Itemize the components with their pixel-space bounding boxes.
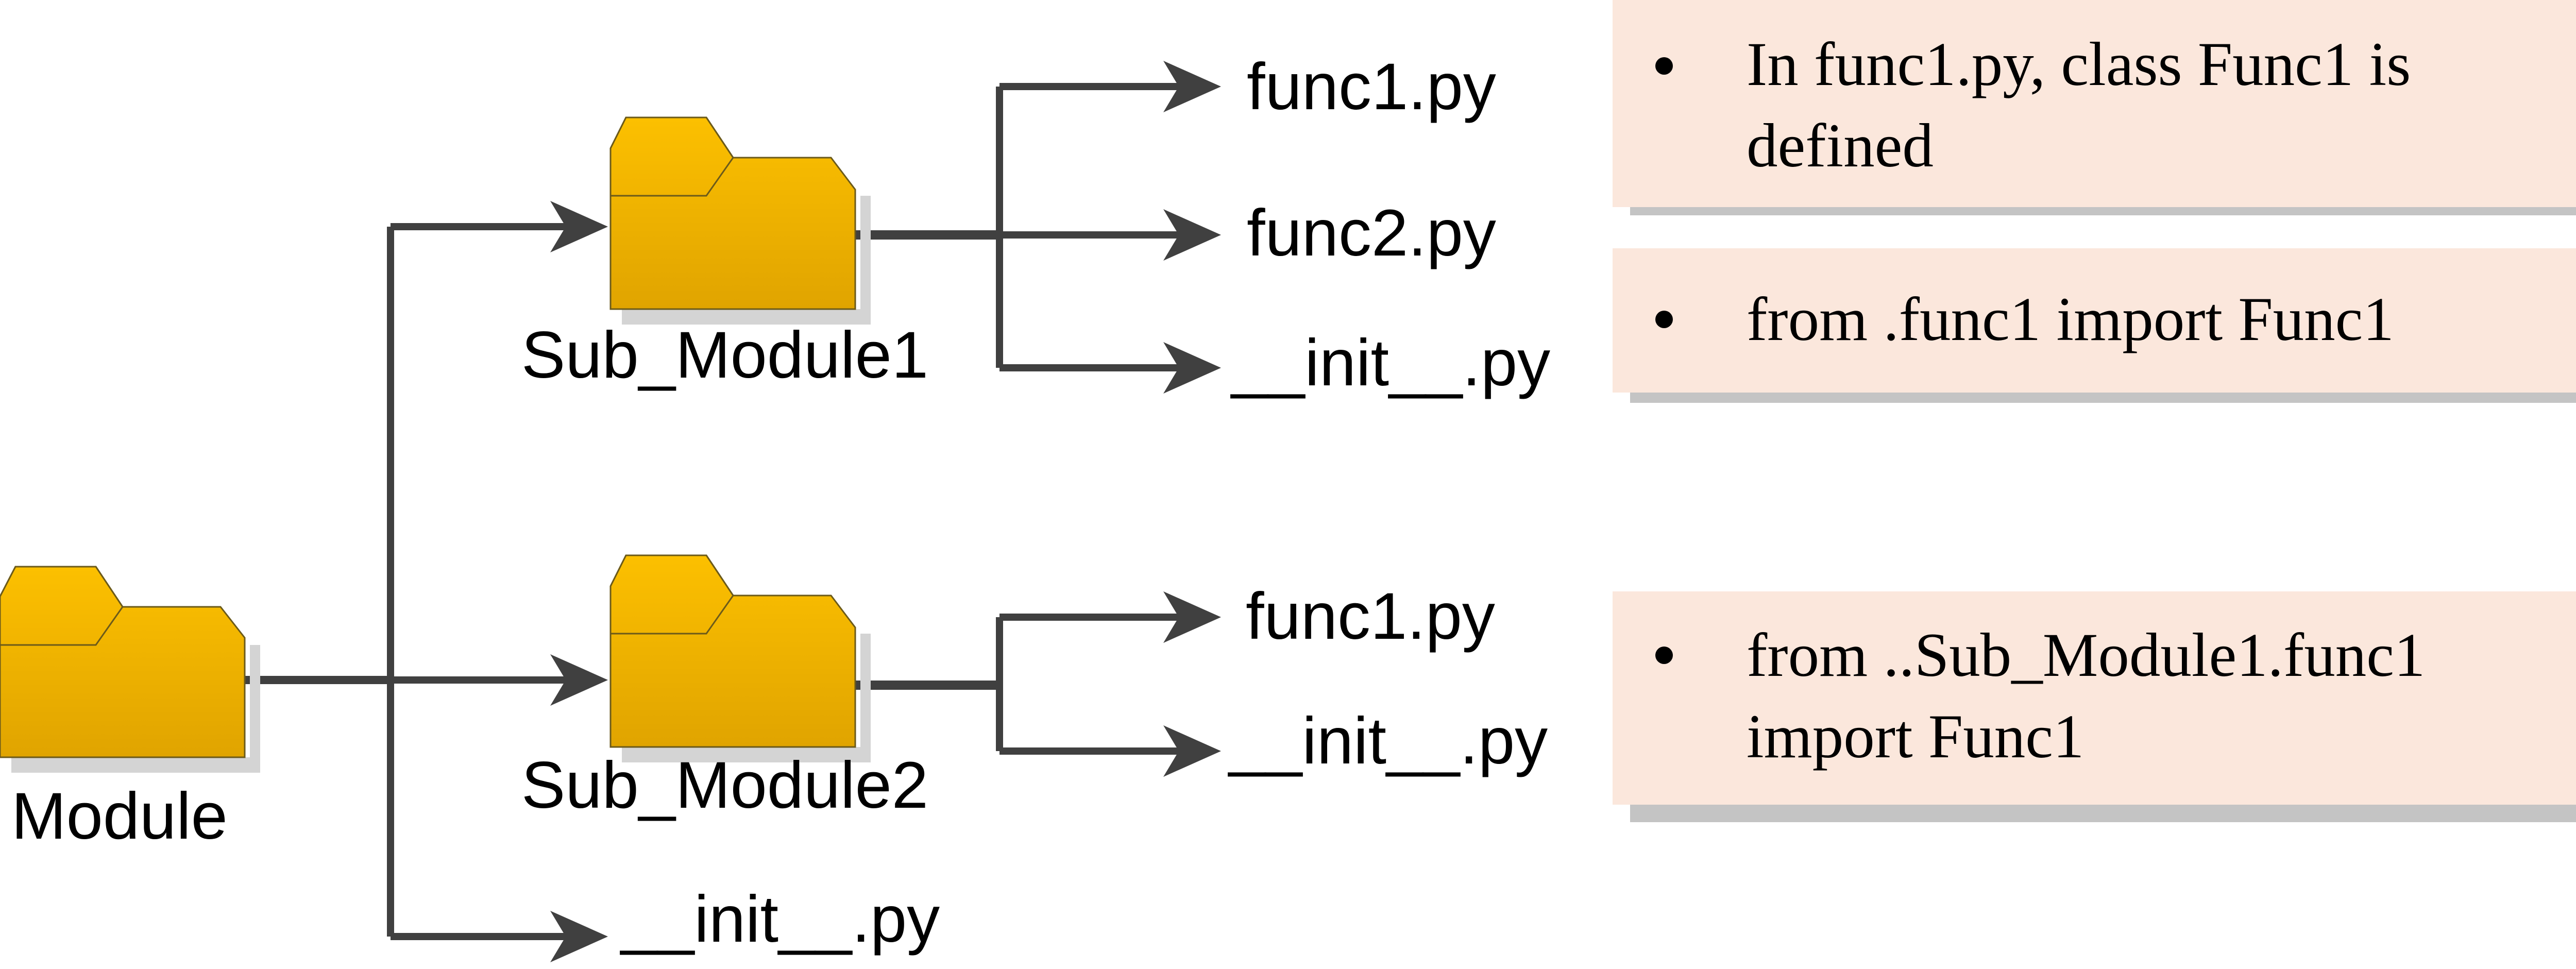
folder-tab [609,116,734,197]
folder-icon[interactable] [609,116,871,325]
module-label: Module [11,779,228,853]
arrow-head [550,201,608,252]
note-background [1613,0,2576,207]
sm1-file-init[interactable]: __init__.py [1230,326,1550,400]
arrow-heads [550,61,1221,962]
connectors [242,83,1180,940]
note-background [1613,591,2576,805]
sm1-file-func2[interactable]: func2.py [1247,196,1496,270]
folder-icon[interactable] [609,554,871,762]
note-line: In func1.py, class Func1 is [1747,30,2411,99]
sm2-file-init[interactable]: __init__.py [1228,704,1548,778]
note-line: import Func1 [1747,702,2084,771]
folder-shadow [622,634,871,762]
arrow-head [1163,61,1221,112]
folder-shadow [11,645,260,773]
note-line: from .func1 import Func1 [1747,285,2394,354]
sm1-file-func1[interactable]: func1.py [1247,50,1496,124]
arrow-head [550,654,608,706]
folder-icon[interactable] [0,566,260,773]
note-background [1613,248,2576,393]
sub-module1-label: Sub_Module1 [521,318,928,392]
note-box-func1: In func1.py, class Func1 is defined [1613,0,2576,215]
note-box-submodule2-func1: from ..Sub_Module1.func1 import Func1 [1613,591,2576,822]
bullet-icon [1655,57,1673,75]
folder-tab [0,566,124,646]
sub-module2-label: Sub_Module2 [521,749,928,822]
sm2-file-func1[interactable]: func1.py [1246,580,1495,653]
arrow-head [1163,591,1221,643]
bullet-icon [1655,311,1673,328]
bullet-icon [1655,647,1673,664]
arrow-head [1163,342,1221,394]
folder-shadow [622,196,871,325]
arrow-head [550,911,608,962]
arrow-head [1163,209,1221,261]
note-line: from ..Sub_Module1.func1 [1747,621,2425,690]
arrow-head [1163,725,1221,777]
note-box-submodule1-init: from .func1 import Func1 [1613,248,2576,403]
root-file-init[interactable]: __init__.py [620,882,940,956]
note-line: defined [1747,111,1934,180]
folder-tab [609,554,734,635]
